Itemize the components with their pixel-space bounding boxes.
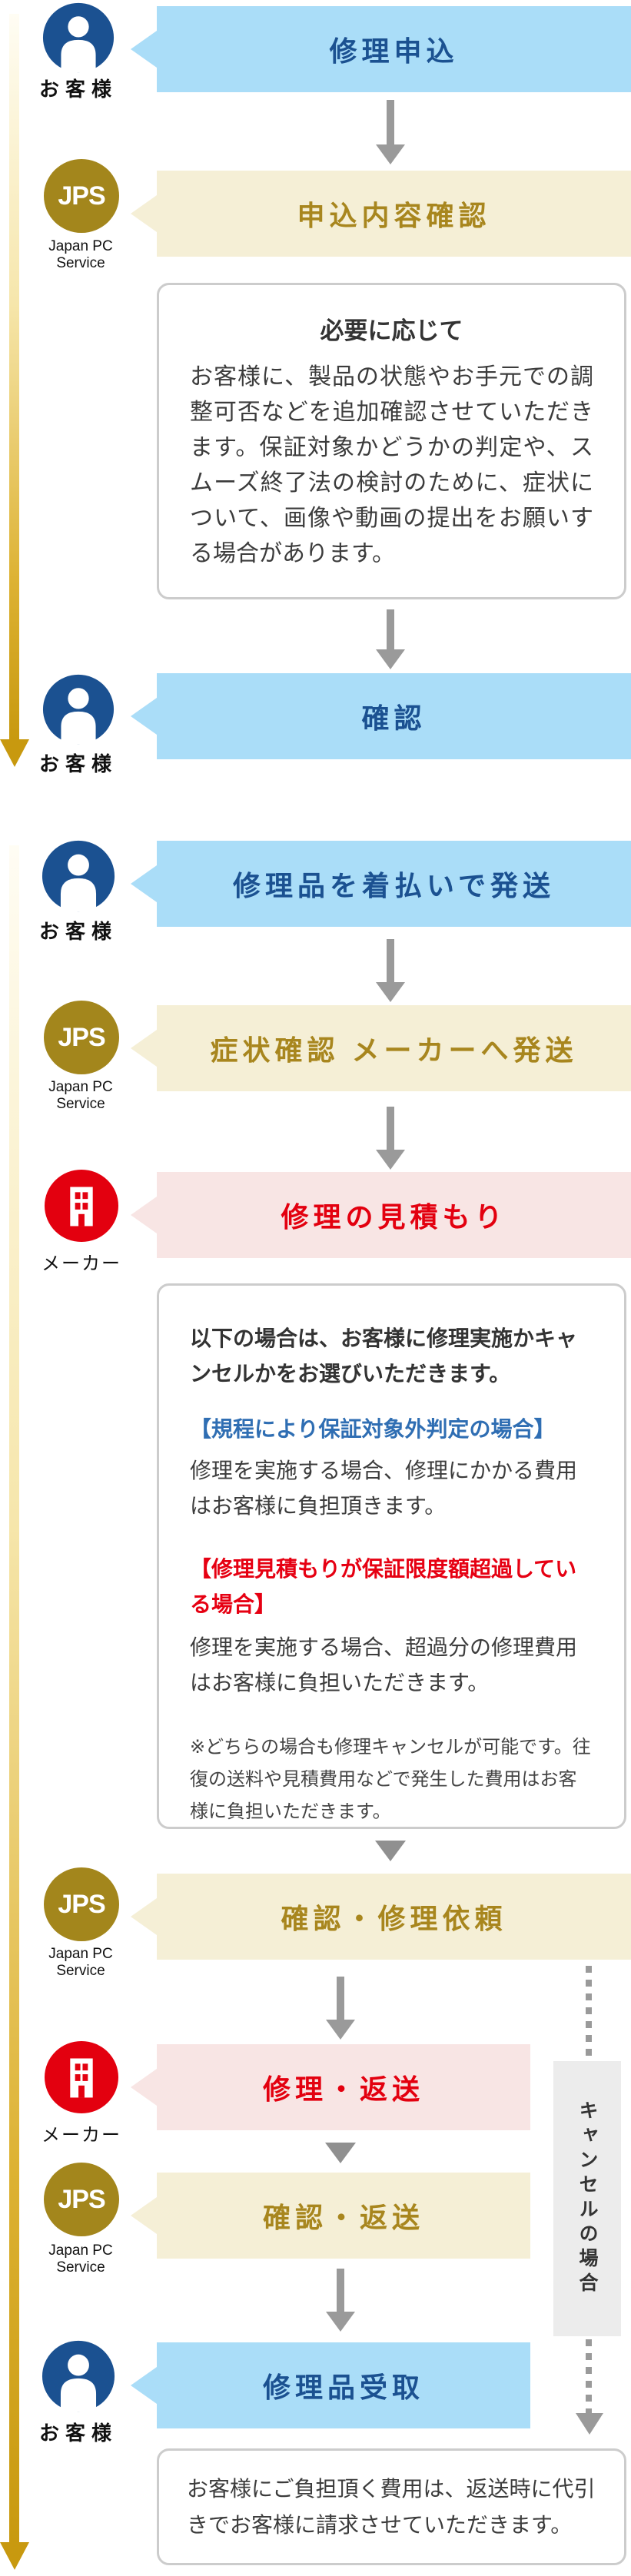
customer-label: お客様 xyxy=(38,78,118,101)
step-title: 確認・修理依頼 xyxy=(281,1903,507,1934)
jps-label-line2: Service xyxy=(56,2259,105,2276)
cancel-path-dashed-line xyxy=(586,2339,592,2413)
payment-note-text: お客様にご負担頂く費用は、返送時に代引きでお客様に請求させていただきます。 xyxy=(187,2477,596,2537)
step-title: 申込内容確認 xyxy=(297,200,491,231)
cancel-footnote: ※どちらの場合も修理キャンセルが可能です。往復の送料や見積費用などで発生した費用… xyxy=(190,1737,591,1822)
down-arrow-icon xyxy=(376,939,405,1002)
jps-label: Japan PC Service xyxy=(12,238,150,272)
step-title: 修理の見積もり xyxy=(281,1201,507,1233)
jps-label-line1: Japan PC xyxy=(48,1946,113,1962)
down-arrow-icon xyxy=(326,2269,355,2332)
bubble-confirm: 確認 xyxy=(157,673,631,759)
jps-label-line2: Service xyxy=(56,1096,105,1112)
customer-icon xyxy=(41,2339,116,2413)
jps-badge-text: JPS xyxy=(58,1889,105,1919)
case1-heading: 【規程により保証対象外判定の場合】 xyxy=(190,1417,556,1441)
bubble-repair-return: 修理・返送 xyxy=(157,2044,530,2130)
step-title: 修理申込 xyxy=(329,35,459,67)
jps-badge-text: JPS xyxy=(58,2184,105,2214)
cancel-case-label: キャンセルの場合 xyxy=(553,2061,621,2336)
customer-label: お客様 xyxy=(38,2422,118,2445)
cancel-path-arrowhead xyxy=(576,2413,603,2435)
timeline-arrowhead-1 xyxy=(0,739,29,767)
jps-label-line2: Service xyxy=(56,1963,105,1979)
down-arrow-icon xyxy=(376,1107,405,1170)
jps-badge-text: JPS xyxy=(58,1022,105,1052)
manufacturer-label: メーカー xyxy=(42,1253,121,1274)
manufacturer-building-icon xyxy=(44,2038,119,2116)
down-arrow-icon xyxy=(376,100,405,164)
timeline-gradient-line-2 xyxy=(9,845,19,2542)
note-heading: 必要に応じて xyxy=(320,317,463,344)
note-body: お客様に、製品の状態やお手元での調整可否などを追加確認させていただきます。保証対… xyxy=(190,364,593,566)
bubble-receive-repaired-item: 修理品受取 xyxy=(157,2342,530,2428)
note-box-estimate-options: 以下の場合は、お客様に修理実施かキャンセルかをお選びいただきます。 【規程により… xyxy=(157,1283,626,1829)
bubble-repair-estimate: 修理の見積もり xyxy=(157,1172,631,1258)
jps-icon: JPS xyxy=(44,1867,119,1941)
cancel-case-text: キャンセルの場合 xyxy=(576,2100,598,2297)
customer-label: お客様 xyxy=(38,752,118,775)
jps-label-line2: Service xyxy=(56,255,105,271)
step-title: 症状確認 メーカーへ発送 xyxy=(210,1034,578,1066)
customer-icon xyxy=(41,2,116,74)
note-box-payment: お客様にご負担頂く費用は、返送時に代引きでお客様に請求させていただきます。 xyxy=(157,2448,626,2565)
bubble-application-check: 申込内容確認 xyxy=(157,171,631,257)
jps-label-line1: Japan PC xyxy=(48,238,113,254)
down-arrow-icon xyxy=(376,609,405,669)
timeline-arrowhead-2 xyxy=(0,2542,29,2570)
jps-label: Japan PC Service xyxy=(12,2242,150,2276)
step-title: 修理・返送 xyxy=(262,2073,424,2105)
bubble-confirm-repair-order: 確認・修理依頼 xyxy=(157,1874,631,1960)
customer-label: お客様 xyxy=(38,920,118,943)
jps-badge-text: JPS xyxy=(58,181,105,211)
case2-body: 修理を実施する場合、超過分の修理費用はお客様に負担いただきます。 xyxy=(190,1635,578,1695)
bubble-ship-collect: 修理品を着払いで発送 xyxy=(157,841,631,927)
manufacturer-label: メーカー xyxy=(42,2125,121,2146)
bubble-symptom-check-ship-maker: 症状確認 メーカーへ発送 xyxy=(157,1005,631,1091)
jps-label: Japan PC Service xyxy=(12,1946,150,1980)
step-title: 修理品を着払いで発送 xyxy=(233,870,555,901)
step-title: 確認・返送 xyxy=(262,2202,424,2233)
jps-icon: JPS xyxy=(44,1001,119,1074)
cancel-path-dashed-line xyxy=(586,1966,592,2060)
jps-icon: JPS xyxy=(44,159,119,233)
down-arrow-icon xyxy=(326,1977,355,2040)
manufacturer-building-icon xyxy=(44,1167,119,1245)
jps-label-line1: Japan PC xyxy=(48,2242,113,2259)
note-box-as-needed: 必要に応じて お客様に、製品の状態やお手元での調整可否などを追加確認させていただ… xyxy=(157,283,626,599)
case2-heading: 【修理見積もりが保証限度額超過している場合】 xyxy=(190,1557,577,1616)
bubble-confirm-return: 確認・返送 xyxy=(157,2173,530,2259)
jps-label-line1: Japan PC xyxy=(48,1079,113,1095)
note-lead: 以下の場合は、お客様に修理実施かキャンセルかをお選びいただきます。 xyxy=(190,1326,578,1386)
jps-label: Japan PC Service xyxy=(12,1079,150,1113)
jps-icon: JPS xyxy=(44,2163,119,2236)
down-arrowhead-icon xyxy=(375,1841,406,1861)
step-title: 確認 xyxy=(361,702,427,734)
timeline-gradient-line-1 xyxy=(9,14,19,739)
step-title: 修理品受取 xyxy=(262,2372,424,2403)
customer-icon xyxy=(41,673,116,745)
down-arrowhead-icon xyxy=(325,2143,356,2163)
case1-body: 修理を実施する場合、修理にかかる費用はお客様に負担頂きます。 xyxy=(190,1459,578,1518)
customer-icon xyxy=(41,839,116,913)
bubble-repair-application: 修理申込 xyxy=(157,6,631,92)
